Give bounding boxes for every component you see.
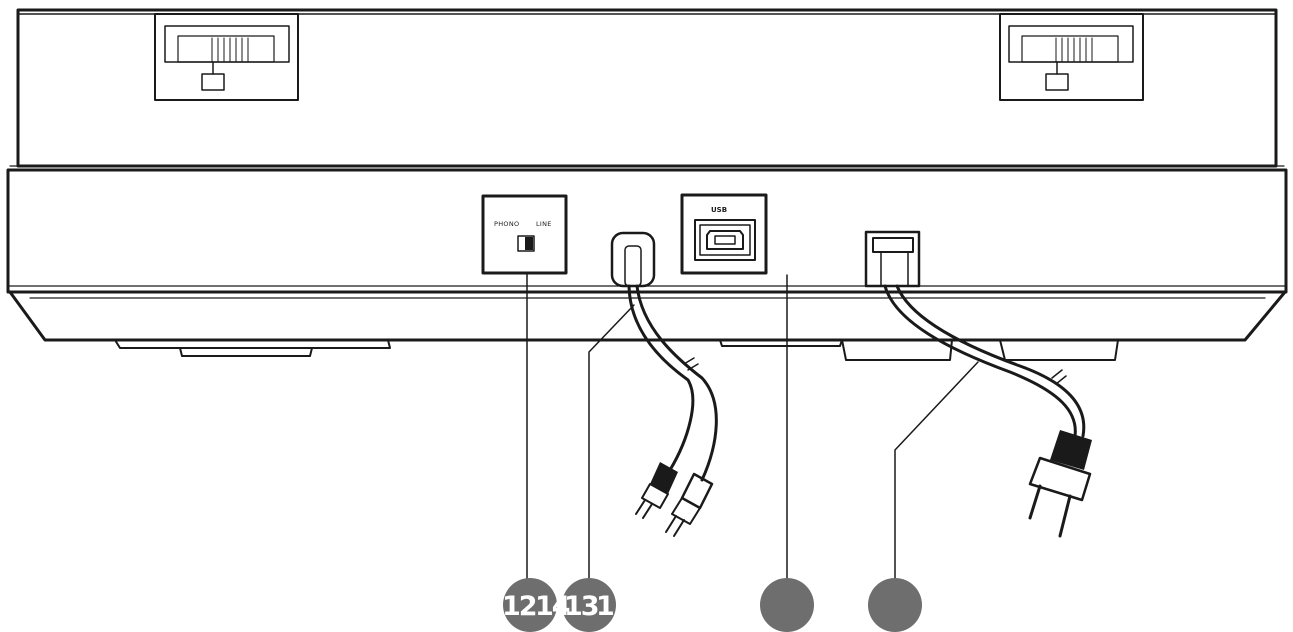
leader-lines xyxy=(526,272,979,579)
callout-label-13: 13 xyxy=(564,591,598,622)
switch-label-phono: PHONO xyxy=(494,220,519,228)
rca-plug-black xyxy=(635,462,678,519)
rca-cables xyxy=(627,284,718,537)
usb-port: USB xyxy=(680,193,768,275)
callouts: 12 14 13 11 xyxy=(502,578,922,632)
callout-badge-2 xyxy=(562,578,616,632)
rca-cable-outlet xyxy=(610,231,656,288)
power-cord xyxy=(883,284,1092,538)
hinge-right xyxy=(999,13,1144,101)
rca-plug-white xyxy=(665,472,714,537)
callout-badge-3 xyxy=(760,578,814,632)
callout-badge-1 xyxy=(503,578,557,632)
callout-label-12: 12 xyxy=(502,591,536,622)
usb-label: USB xyxy=(711,206,727,214)
callout-badge-4 xyxy=(868,578,922,632)
phono-line-switch: PHONO LINE xyxy=(481,194,568,275)
callout-label-11: 11 xyxy=(596,591,630,622)
power-cord-outlet xyxy=(864,230,921,288)
hinge-left xyxy=(154,13,299,101)
callout-label-14: 14 xyxy=(535,591,570,622)
power-plug xyxy=(1028,430,1092,538)
switch-label-line: LINE xyxy=(536,220,552,228)
